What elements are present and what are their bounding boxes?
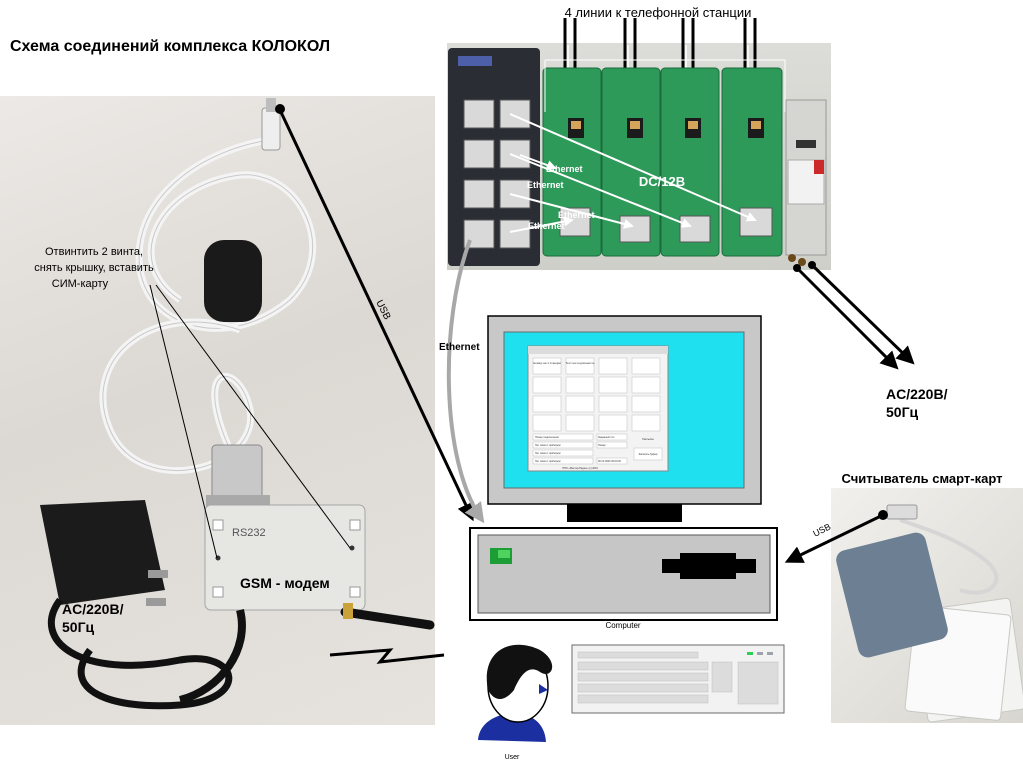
smart-reader-label: Считыватель смарт-карт (842, 471, 1003, 486)
ethernet-label: Ethernet (546, 164, 583, 174)
app-footer: НПО «Мастер-Радио» (c) 2019 (562, 467, 598, 470)
usb-label: USB (373, 298, 392, 322)
phone-lines-label: 4 линии к телефонной станции (565, 5, 752, 20)
usb-reader-label: USB (811, 521, 832, 538)
app-status-row: Нет связи с прибором (535, 452, 561, 455)
keyboard (571, 644, 785, 714)
page-title: Схема соединений комплекса КОЛОКОЛ (10, 38, 331, 55)
computer-label: Computer (605, 621, 640, 630)
user-figure (478, 644, 553, 742)
app-field: Номер (598, 444, 606, 447)
app-status-row: Нет связи с прибором (535, 460, 561, 463)
ethernet-main-label: Ethernet (439, 342, 480, 353)
modem-cable-illustration (40, 98, 435, 710)
ac-top-label-line2: 50Гц (886, 404, 919, 420)
dc-label: DC/12B (639, 174, 685, 189)
monitor: Номер на 1 станции Тест на подлинность Н… (487, 315, 762, 522)
sim-pointer-line (149, 284, 218, 559)
ac-power-arrow (810, 263, 915, 365)
ethernet-label: Ethernet (558, 210, 595, 220)
smart-card-reader (836, 504, 1023, 723)
gsm-modem-label: GSM - модем (240, 575, 330, 591)
usb-arrow (278, 109, 475, 522)
usb-reader-arrow (784, 513, 884, 563)
app-button-1: Номер на 1 станции (533, 361, 561, 365)
ethernet-label: Ethernet (527, 180, 564, 190)
ethernet-arrow (446, 239, 485, 524)
app-bottom-button: Записать буфер (639, 453, 658, 456)
ethernet-label: Ethernet (528, 221, 565, 231)
app-status-row: Номер подключения (535, 436, 559, 439)
app-button-2: Тест на подлинность (565, 361, 594, 365)
wireless-link-icon (329, 648, 445, 664)
ac-top-label-line1: AC/220B/ (886, 386, 948, 402)
user-label: User (505, 754, 520, 761)
app-field: 00 00 0000 00:00:00 (598, 460, 622, 463)
app-field: Заданный тип (598, 436, 615, 439)
computer-case (469, 527, 778, 621)
ac-left-label-line1: AC/220B/ (62, 601, 124, 617)
sim-instruction-line1: Отвинтить 2 винта, (45, 246, 143, 258)
sim-pointer-line (155, 284, 351, 549)
rs232-label: RS232 (232, 527, 266, 539)
sim-instruction-line2: снять крышку, вставить (34, 262, 154, 274)
network-hardware (448, 18, 827, 266)
app-side-button: Рассылка (642, 438, 654, 441)
ac-left-label-line2: 50Гц (62, 619, 95, 635)
sim-instruction-line3: СИМ-карту (52, 278, 109, 290)
ac-power-arrow (795, 266, 899, 370)
app-status-row: Нет связи с прибором (535, 444, 561, 447)
